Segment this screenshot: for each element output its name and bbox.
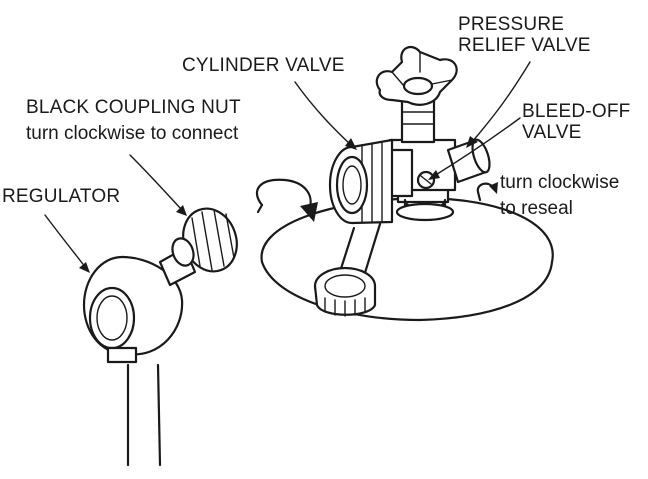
reseal-arrow-icon bbox=[476, 182, 498, 202]
threaded-outlet bbox=[328, 138, 394, 225]
cylinder-valve-body bbox=[386, 98, 457, 222]
regulator bbox=[82, 246, 197, 467]
label-cylinder-valve: CYLINDER VALVE bbox=[182, 55, 345, 76]
bleed-off-valve bbox=[416, 170, 436, 190]
label-coupling-instruction: turn clockwise to connect bbox=[26, 123, 239, 144]
dust-cap bbox=[313, 222, 382, 317]
leader-lines bbox=[44, 61, 531, 273]
label-bleed-off-valve-line1: BLEED-OFF bbox=[522, 101, 631, 122]
label-black-coupling-nut: BLACK COUPLING NUT bbox=[26, 97, 241, 118]
label-reseal-line2: to reseal bbox=[500, 198, 573, 219]
label-bleed-off-valve-line2: VALVE bbox=[522, 122, 582, 143]
black-coupling-nut bbox=[171, 207, 238, 273]
label-pressure-relief-valve-line2: RELIEF VALVE bbox=[458, 35, 591, 56]
label-pressure-relief-valve-line1: PRESSURE bbox=[458, 14, 565, 35]
rotation-arrow-icon bbox=[255, 178, 318, 222]
label-regulator: REGULATOR bbox=[2, 186, 121, 207]
handwheel bbox=[375, 45, 458, 106]
label-reseal-line1: turn clockwise bbox=[500, 172, 620, 193]
